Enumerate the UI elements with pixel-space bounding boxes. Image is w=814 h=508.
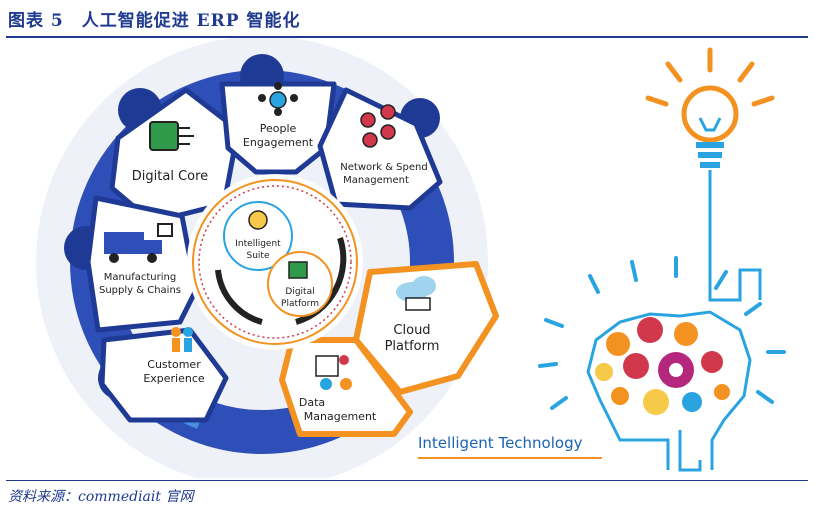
people-label-1: People xyxy=(260,122,297,135)
segment-manufacturing[interactable]: Manufacturing Supply & Chains xyxy=(85,195,199,333)
truck-icon xyxy=(104,223,173,263)
connector-line xyxy=(678,170,762,472)
inner-ring-orange xyxy=(192,179,358,345)
people-label-2: Engagement xyxy=(243,136,314,149)
data-label-1: Data xyxy=(299,396,325,409)
segment-network-spend[interactable]: Network & Spend Management xyxy=(317,87,443,211)
digital-platform-label-1: Digital xyxy=(285,287,314,297)
bottom-rule xyxy=(6,480,808,481)
intelligent-suite-label-2: Suite xyxy=(247,251,270,261)
intelligent-technology-label: Intelligent Technology xyxy=(418,434,583,452)
customer-label-2: Experience xyxy=(143,372,205,385)
network-label-1: Network & Spend xyxy=(340,162,427,173)
digital-platform-node[interactable]: Digital Platform xyxy=(267,251,333,317)
figure-title: 图表 5 人工智能促进 ERP 智能化 xyxy=(8,11,301,31)
cloud-label-1: Cloud xyxy=(393,323,430,338)
segment-customer-experience[interactable]: Customer Experience xyxy=(99,327,229,423)
digital-platform-label-2: Platform xyxy=(281,299,319,309)
brain-gears-icon xyxy=(595,317,730,415)
digital-core-label: Digital Core xyxy=(132,169,208,184)
manufacturing-label-1: Manufacturing xyxy=(104,272,176,283)
lightbulb-icon xyxy=(645,47,775,168)
data-label-2: Management xyxy=(304,410,377,423)
segment-people-engagement[interactable]: People Engagement xyxy=(219,81,337,175)
intelligent-suite-label-1: Intelligent xyxy=(235,239,281,249)
network-people-icon xyxy=(360,104,396,148)
chip-icon xyxy=(149,121,179,151)
erp-diagram: Digital Core People Engagement Network &… xyxy=(36,38,786,478)
platform-chip-icon xyxy=(288,261,308,279)
inner-arc-dark xyxy=(295,237,347,325)
head-outline xyxy=(586,310,752,470)
data-charts-icon xyxy=(315,355,352,390)
manufacturing-label-2: Supply & Chains xyxy=(99,285,181,296)
network-label-2: Management xyxy=(343,175,409,186)
brain-gear-icon xyxy=(248,210,268,230)
cloud-icon xyxy=(396,276,436,311)
cloud-label-2: Platform xyxy=(385,339,440,354)
customer-label-1: Customer xyxy=(147,358,201,371)
top-rule xyxy=(6,36,808,38)
segment-data-management[interactable]: Data Management xyxy=(279,337,413,437)
customers-icon xyxy=(171,327,193,352)
head-rays xyxy=(538,256,786,410)
source-note: 资料来源：commediait 官网 xyxy=(8,489,194,505)
intelligent-suite-node[interactable]: Intelligent Suite xyxy=(223,201,293,271)
inner-arc-dark-2 xyxy=(215,269,263,325)
inner-ring-dotted xyxy=(198,185,352,339)
people-network-icon xyxy=(258,82,298,116)
